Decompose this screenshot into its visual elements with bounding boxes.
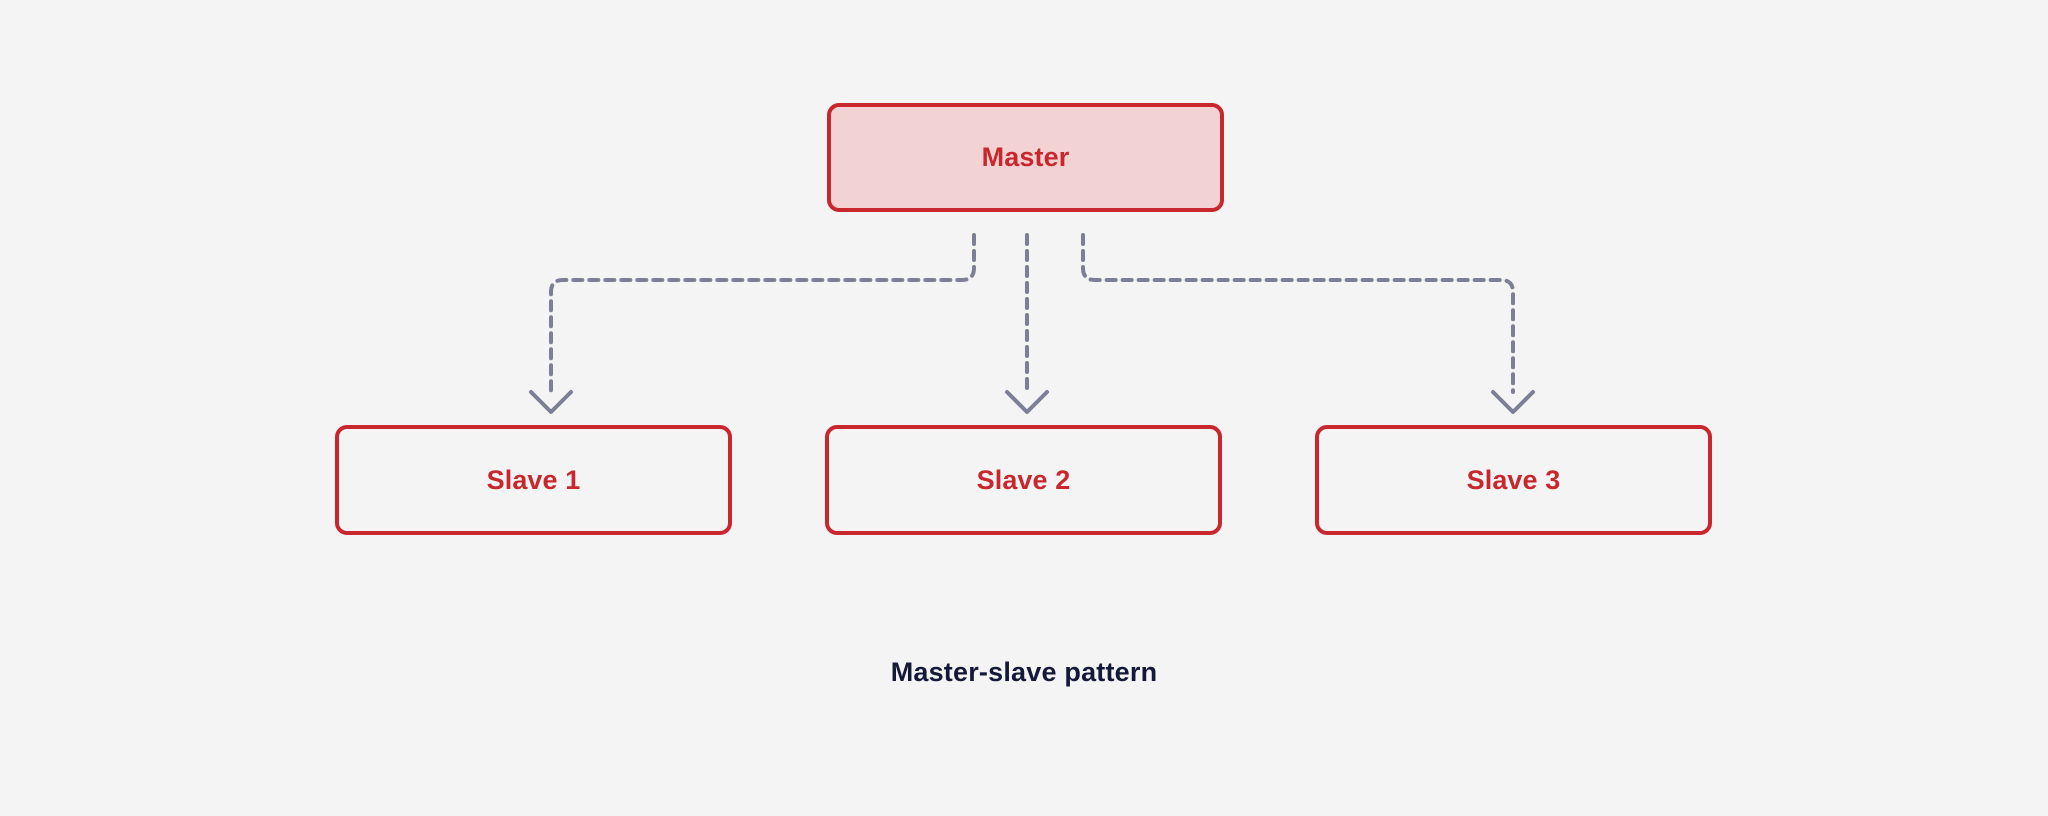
connector-master-to-slave-3 <box>1081 233 1515 394</box>
node-slave-1-label: Slave 1 <box>486 464 581 495</box>
arrowhead-slave-3 <box>1491 390 1535 414</box>
node-slave-3-label: Slave 3 <box>1466 464 1561 495</box>
node-slave-2-label: Slave 2 <box>976 464 1071 495</box>
arrowhead-slave-1 <box>529 390 573 414</box>
node-master-label: Master <box>981 142 1070 172</box>
node-slave-3[interactable]: Slave 3 <box>1315 425 1712 535</box>
connector-master-to-slave-1 <box>549 233 976 394</box>
node-slave-2[interactable]: Slave 2 <box>825 425 1222 535</box>
node-master[interactable]: Master <box>827 103 1224 212</box>
diagram-caption: Master-slave pattern <box>890 657 1158 687</box>
node-slave-1[interactable]: Slave 1 <box>335 425 732 535</box>
arrowhead-slave-2 <box>1005 390 1049 414</box>
